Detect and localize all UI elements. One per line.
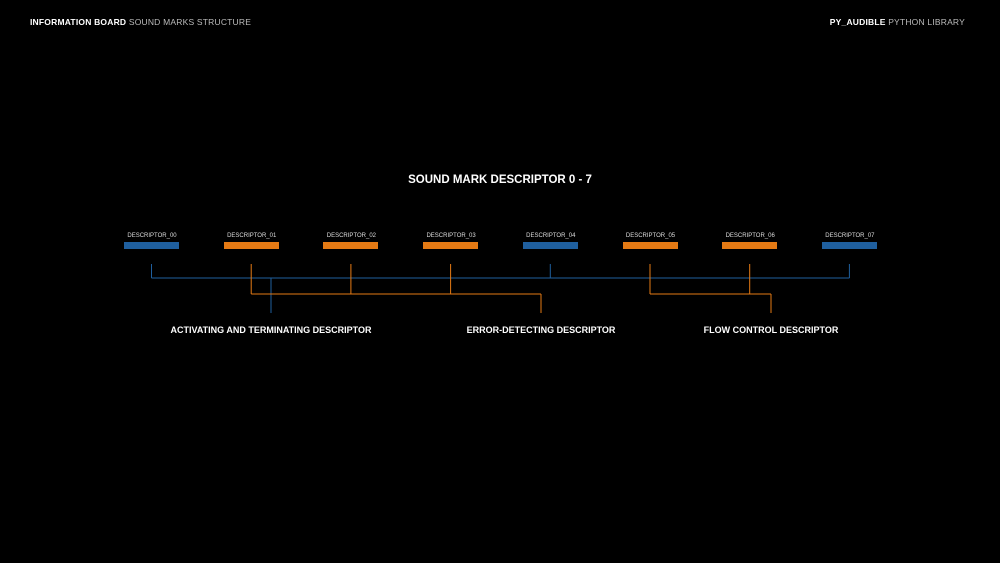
group-label-flow-control: FLOW CONTROL DESCRIPTOR: [703, 325, 839, 335]
diagram-title: SOUND MARK DESCRIPTOR 0 - 7: [408, 174, 592, 186]
descriptor-label: DESCRIPTOR_03: [426, 233, 476, 239]
descriptor-6: DESCRIPTOR_06: [722, 233, 778, 249]
descriptor-label: DESCRIPTOR_05: [625, 233, 676, 239]
descriptor-4: DESCRIPTOR_04: [522, 233, 579, 249]
connector-0: [151, 264, 850, 313]
descriptor-label: DESCRIPTOR_04: [526, 233, 576, 239]
descriptor-bar: [223, 242, 279, 249]
descriptor-1: DESCRIPTOR_01: [223, 233, 280, 249]
group-label-activating: ACTIVATING AND TERMINATING DESCRIPTOR: [170, 325, 372, 335]
descriptor-bar: [622, 242, 678, 249]
board-title: INFORMATION BOARD: [30, 17, 127, 27]
descriptor-label: DESCRIPTOR_01: [227, 233, 277, 239]
descriptor-2: DESCRIPTOR_02: [323, 233, 379, 249]
header-right: PY_AUDIBLE PYTHON LIBRARY: [830, 17, 965, 27]
header-left: INFORMATION BOARD SOUND MARKS STRUCTURE: [30, 17, 251, 27]
connector-1: [250, 264, 542, 313]
board-subtitle: SOUND MARKS STRUCTURE: [128, 17, 252, 27]
connector-2: [649, 264, 772, 313]
descriptor-bar: [522, 242, 578, 249]
descriptor-3: DESCRIPTOR_03: [423, 233, 479, 249]
descriptor-label: DESCRIPTOR_00: [127, 233, 177, 239]
descriptor-bar: [821, 242, 877, 249]
descriptor-5: DESCRIPTOR_05: [622, 233, 679, 249]
descriptor-bar: [323, 242, 379, 249]
descriptor-label: DESCRIPTOR_06: [725, 233, 775, 239]
descriptor-bar: [722, 242, 778, 249]
descriptor-bar: [124, 242, 179, 249]
descriptor-bar: [423, 242, 479, 249]
descriptor-label: DESCRIPTOR_02: [326, 233, 377, 239]
descriptor-0: DESCRIPTOR_00: [124, 233, 180, 249]
descriptor-label: DESCRIPTOR_07: [825, 233, 875, 239]
library-name: PY_AUDIBLE: [829, 17, 886, 27]
group-label-error-detecting: ERROR-DETECTING DESCRIPTOR: [466, 325, 616, 335]
descriptor-7: DESCRIPTOR_07: [821, 233, 878, 249]
library-subtitle: PYTHON LIBRARY: [888, 17, 965, 27]
